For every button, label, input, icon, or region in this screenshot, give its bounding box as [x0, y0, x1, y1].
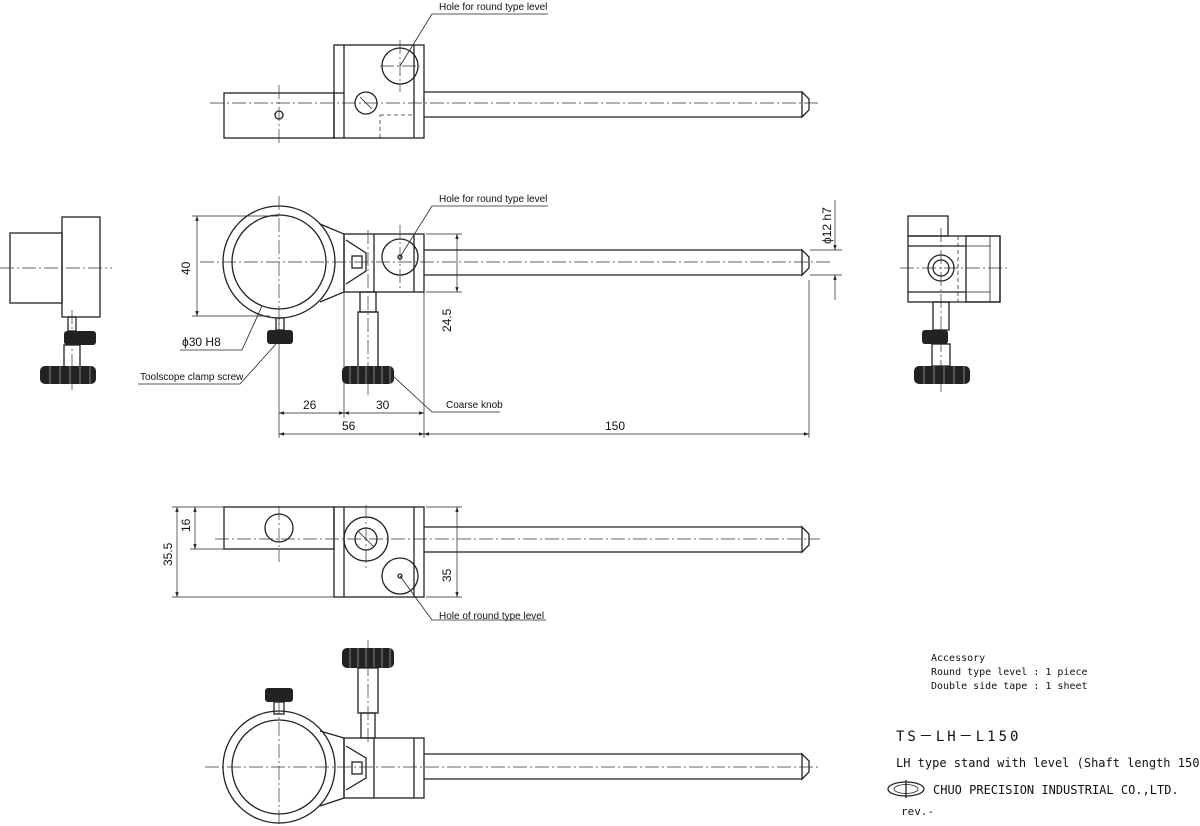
- leader-hole-top: Hole for round type level: [399, 2, 548, 67]
- top-view: [210, 40, 820, 145]
- leader-coarse-knob: Coarse knob: [391, 374, 503, 413]
- dim-24-5-text: 24.5: [440, 308, 454, 332]
- dimension-chain: 26 30 56 150: [278, 280, 810, 438]
- dim-30-text: 30: [376, 398, 390, 412]
- right-side-view: [900, 215, 1008, 392]
- dim-150-text: 150: [605, 419, 625, 433]
- dimension-24-5: 24.5: [426, 233, 462, 332]
- revision: rev.-: [901, 805, 934, 818]
- assembly-view: [205, 640, 820, 826]
- dim-35-text: 35: [440, 568, 454, 582]
- dimension-30h8: ϕ30 H8: [180, 305, 263, 351]
- dimension-12h7: ϕ12 h7: [810, 200, 842, 300]
- company-logo: [887, 780, 925, 798]
- label-coarse-knob: Coarse knob: [446, 400, 503, 411]
- dim-30h8-text: ϕ30 H8: [182, 335, 221, 349]
- dim-16-text: 16: [179, 518, 193, 532]
- left-side-view: [0, 216, 112, 392]
- dim-26-text: 26: [303, 398, 317, 412]
- accessory-notes: Accessory Round type level : 1 piece Dou…: [931, 653, 1088, 692]
- title-block: TS－LH－L150 LH type stand with level (Sha…: [887, 729, 1200, 818]
- label-hole-bottom: Hole of round type level: [439, 611, 544, 622]
- dim-35-5-text: 35.5: [161, 542, 175, 566]
- leader-hole-front: Hole for round type level: [399, 194, 548, 258]
- company-name: CHUO PRECISION INDUSTRIAL CO.,LTD.: [933, 783, 1179, 797]
- accessory-line-1: Round type level : 1 piece: [931, 667, 1088, 678]
- product-description: LH type stand with level (Shaft length 1…: [896, 756, 1200, 770]
- dimension-35-5: 35.5: [161, 506, 334, 598]
- label-clamp-screw: Toolscope clamp screw: [140, 372, 244, 383]
- dimension-16: 16: [179, 506, 224, 550]
- dimension-40: 40: [179, 215, 279, 317]
- leader-hole-bottom: Hole of round type level: [399, 575, 546, 622]
- dim-40-text: 40: [179, 261, 193, 275]
- dim-12h7-text: ϕ12 h7: [820, 207, 834, 244]
- front-view: [200, 196, 830, 395]
- accessory-line-2: Double side tape : 1 sheet: [931, 681, 1088, 692]
- label-hole-top: Hole for round type level: [439, 2, 547, 13]
- label-hole-front: Hole for round type level: [439, 194, 547, 205]
- bottom-view: [215, 505, 820, 598]
- leader-clamp-screw: Toolscope clamp screw: [138, 343, 277, 385]
- accessory-title: Accessory: [931, 653, 985, 664]
- dim-56-text: 56: [342, 419, 356, 433]
- dimension-35: 35: [426, 506, 462, 598]
- model-number: TS－LH－L150: [896, 729, 1021, 745]
